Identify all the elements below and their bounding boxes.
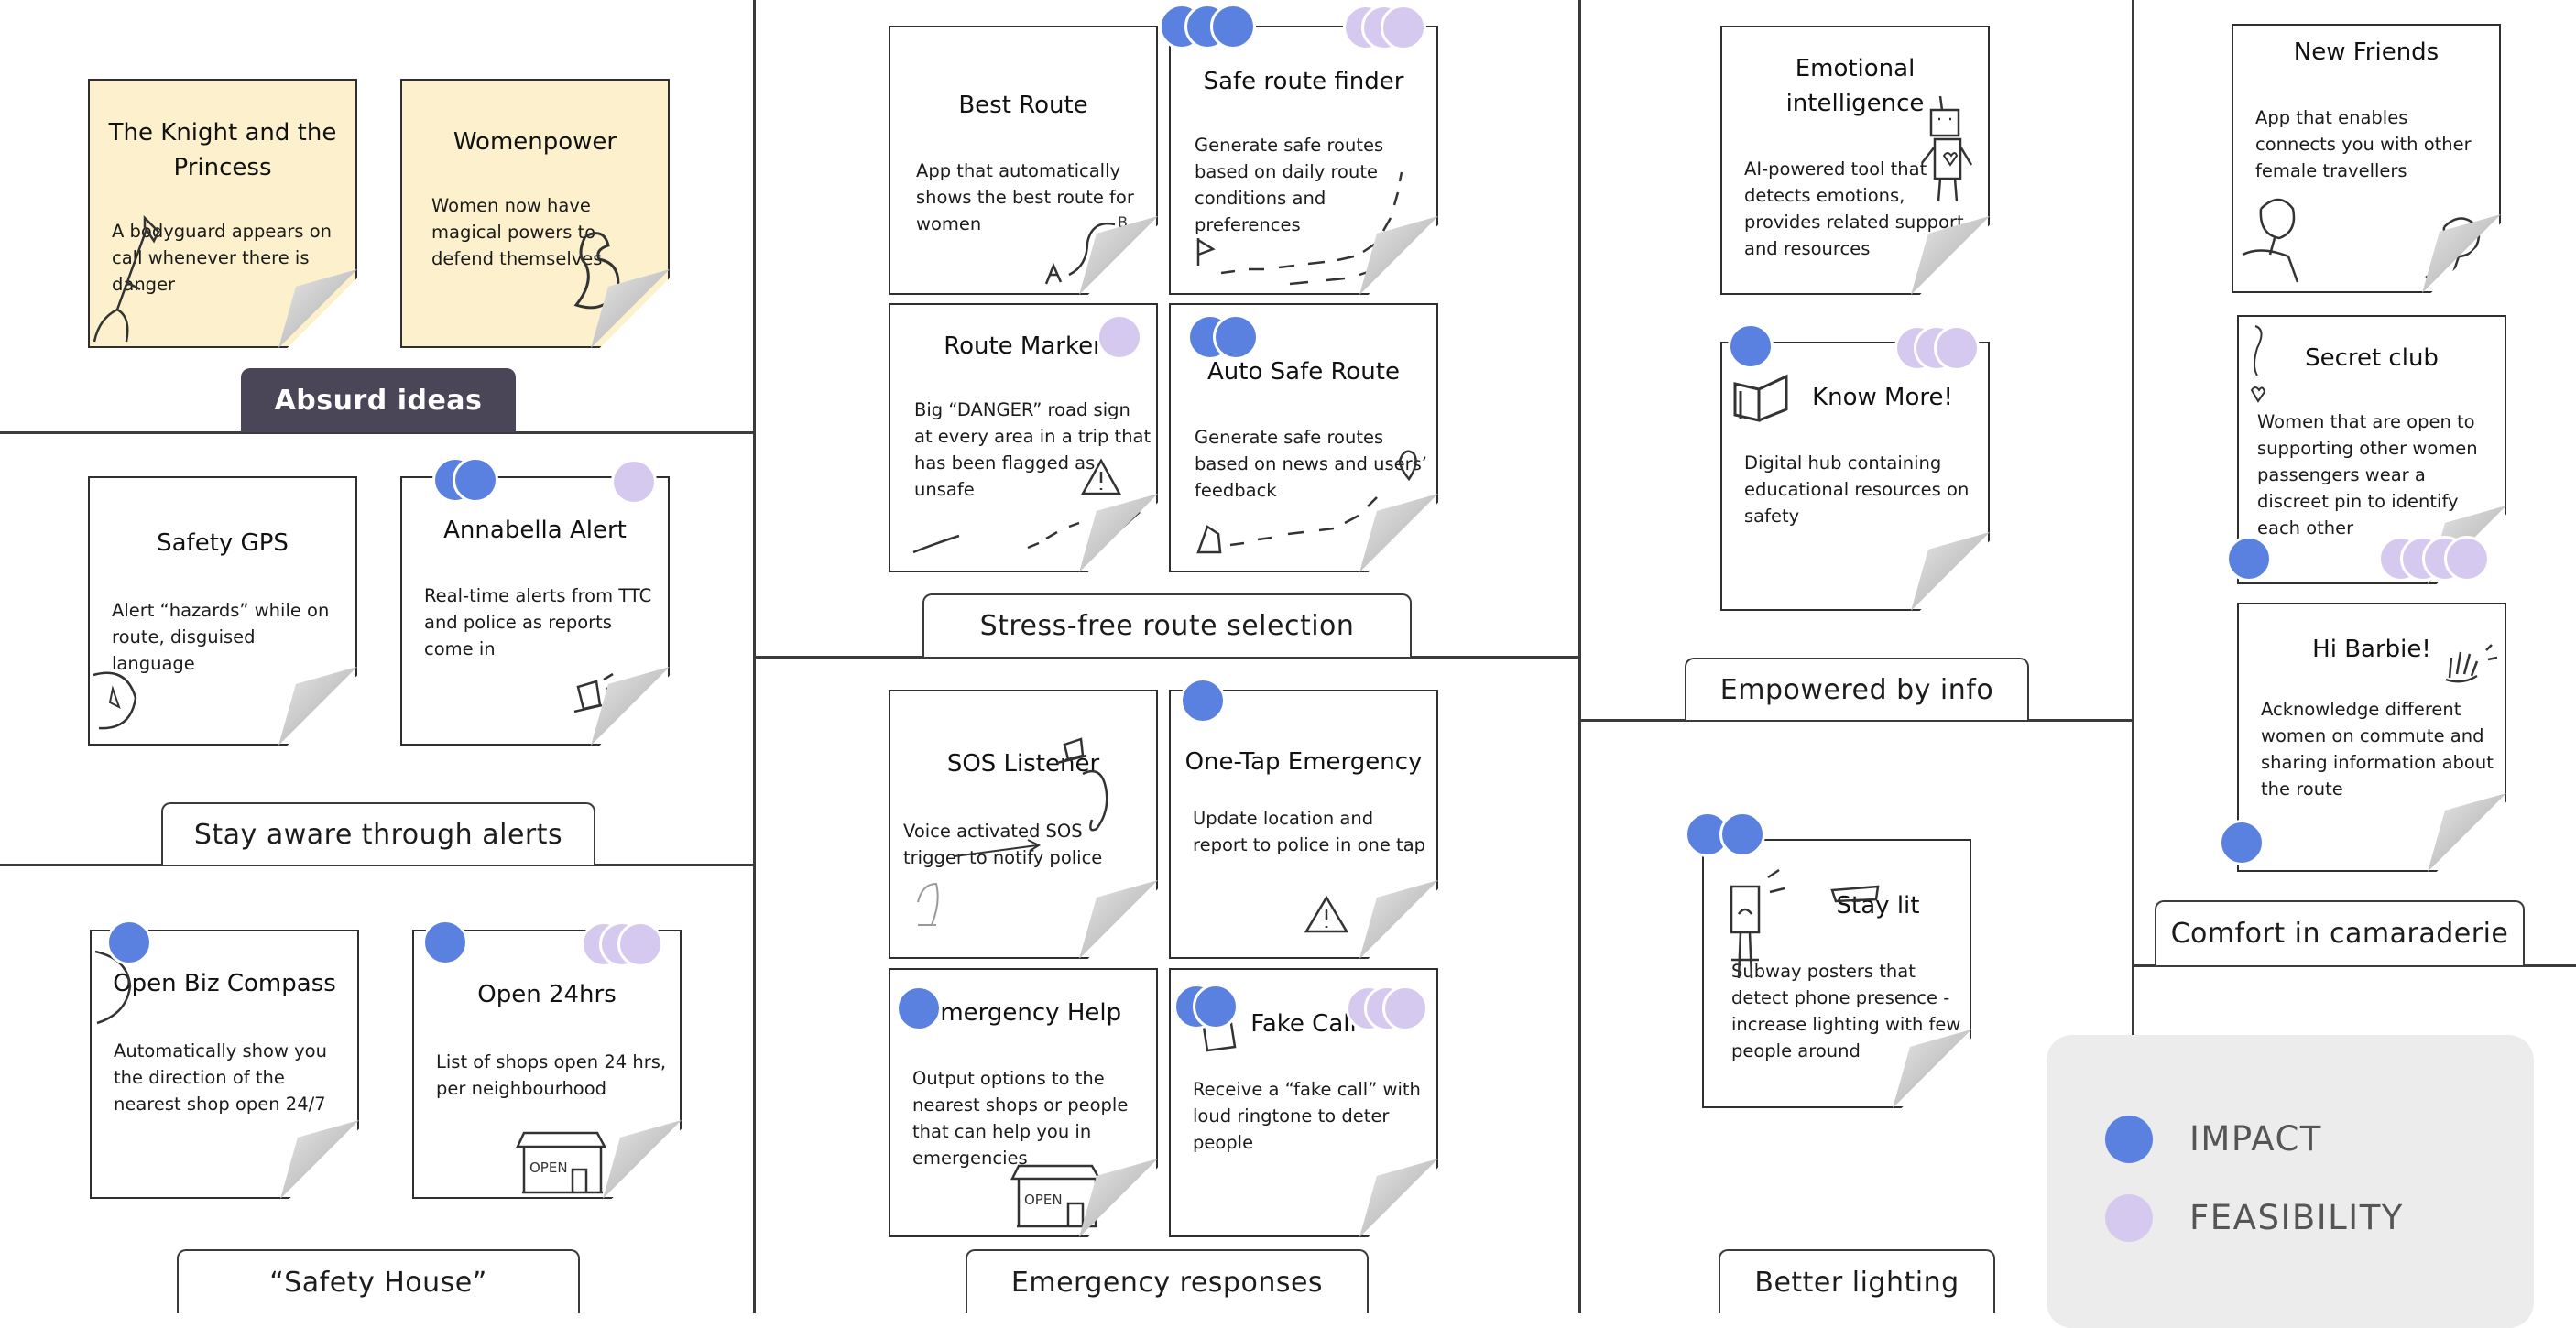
svg-text:OPEN: OPEN (1024, 1192, 1063, 1208)
rating-dot (1719, 811, 1765, 857)
rating-dot (1097, 314, 1142, 360)
note-description: Digital hub containing educational resou… (1744, 450, 1979, 529)
rating-dot (106, 920, 152, 965)
rating-dot (1934, 325, 1980, 371)
note-description: Women that are open to supporting other … (2257, 408, 2499, 541)
note-title: Safety GPS (99, 526, 346, 561)
sticky-note-hi-barbie[interactable]: Hi Barbie! Acknowledge different women o… (2237, 603, 2506, 872)
sticky-note-sos-listener[interactable]: SOS Listener Voice activated SOS trigger… (889, 690, 1158, 959)
sticky-note-annabella-alert[interactable]: Annabella Alert Real-time alerts from TT… (400, 476, 670, 746)
rating-dot (2444, 536, 2490, 582)
group-label-stress-free-route: Stress-free route selection (922, 593, 1412, 657)
rating-dot (422, 920, 468, 965)
note-title: Womenpower (411, 125, 659, 159)
note-description: Receive a “fake call” with loud ringtone… (1193, 1076, 1427, 1156)
note-description: Automatically show you the direction of … (114, 1038, 348, 1117)
sticky-note-safety-gps[interactable]: Safety GPS Alert “hazards” while on rout… (88, 476, 357, 746)
note-description: Real-time alerts from TTC and police as … (424, 582, 659, 662)
sticky-note-open-biz-compass[interactable]: Open Biz Compass Automatically show you … (90, 930, 359, 1199)
sticky-note-best-route[interactable]: Best Route App that automatically shows … (889, 26, 1158, 295)
rating-dot (896, 985, 942, 1031)
group-label-safety-house: “Safety House” (177, 1249, 580, 1313)
legend-impact-label: IMPACT (2189, 1119, 2322, 1159)
note-title: One-Tap Emergency (1180, 745, 1427, 779)
note-description: Alert “hazards” while on route, disguise… (112, 597, 341, 677)
note-title: Safe route finder (1180, 64, 1427, 99)
sticky-note-one-tap-emergency[interactable]: One-Tap Emergency Update location and re… (1169, 690, 1438, 959)
rating-dot (1210, 4, 1256, 49)
alarm-bell-icon (558, 670, 622, 725)
pin-icon (2239, 321, 2276, 430)
note-title: Secret club (2248, 341, 2495, 376)
note-title: New Friends (2243, 35, 2490, 70)
note-title: Best Route (900, 88, 1147, 123)
legend-feasibility-label: FEASIBILITY (2189, 1198, 2404, 1237)
note-title: Open 24hrs (423, 977, 671, 1012)
rating-dot (2226, 536, 2272, 582)
sticky-note-know-more[interactable]: Know More! Digital hub containing educat… (1720, 342, 1990, 611)
group-label-better-lighting: Better lighting (1719, 1249, 1995, 1313)
warning-icon (1299, 893, 1354, 939)
rating-dot (1180, 678, 1226, 724)
note-description: Update location and report to police in … (1193, 805, 1427, 858)
book-icon (1731, 365, 1796, 430)
rating-dot (1728, 323, 1774, 369)
rating-dot (453, 457, 498, 503)
knight-sword-icon (90, 209, 191, 346)
flexed-arm-icon (558, 227, 631, 319)
svg-text:OPEN: OPEN (529, 1159, 568, 1176)
map-pin-icon (1180, 442, 1427, 571)
rating-dot (617, 921, 663, 967)
rating-dot (1193, 984, 1239, 1029)
group-label-emergency-responses: Emergency responses (966, 1249, 1369, 1313)
note-description: App that enables connects you with other… (2255, 104, 2490, 184)
warning-icon (900, 452, 1156, 571)
rating-dot (2219, 820, 2265, 865)
route-icon (1180, 165, 1418, 293)
group-label-stay-aware: Stay aware through alerts (161, 802, 595, 865)
note-description: Acknowledge different women on commute a… (2261, 696, 2495, 802)
group-label-absurd-ideas: Absurd ideas (241, 368, 516, 432)
note-title: The Knight and the Princess (99, 115, 346, 185)
svg-text:B: B (1118, 213, 1128, 231)
lamp-icon (1713, 859, 1896, 987)
note-description: Output options to the nearest shops or p… (912, 1065, 1151, 1171)
sticky-note-stay-lit[interactable]: Stay lit Subway posters that detect phon… (1702, 839, 1971, 1108)
sticky-note-womenpower[interactable]: Womenpower Women now have magical powers… (400, 79, 670, 348)
shop-icon: OPEN (1008, 1162, 1108, 1235)
rating-dot (1213, 314, 1259, 360)
waving-hand-icon (2431, 641, 2505, 687)
sticky-note-open-24hrs[interactable]: Open 24hrs List of shops open 24 hrs, pe… (412, 930, 682, 1199)
route-icon: B (1037, 201, 1138, 288)
sticky-note-knight-and-princess[interactable]: The Knight and the Princess A bodyguard … (88, 79, 357, 348)
note-title: Auto Safe Route (1180, 354, 1427, 389)
note-description: List of shops open 24 hrs, per neighbour… (436, 1049, 671, 1102)
compass-icon (90, 666, 145, 739)
legend-impact-dot (2105, 1116, 2153, 1163)
rating-dot (611, 459, 657, 505)
legend-panel: IMPACT FEASIBILITY (2047, 1035, 2534, 1328)
note-title: Emotional intelligence (1777, 51, 1933, 121)
rating-dot (1382, 985, 1428, 1031)
sticky-note-emotional-intelligence[interactable]: Emotional intelligence AI-powered tool t… (1720, 26, 1990, 295)
robot-icon (1915, 92, 1988, 229)
group-label-empowered-by-info: Empowered by info (1685, 658, 2029, 720)
note-title: Know More! (1786, 380, 1979, 415)
legend-feasibility-dot (2105, 1194, 2153, 1242)
group-label-comfort-camaraderie: Comfort in camaraderie (2155, 900, 2525, 965)
note-title: Annabella Alert (411, 513, 659, 548)
friends-icon (2233, 181, 2499, 291)
shop-icon: OPEN (513, 1128, 614, 1197)
rating-dot (1381, 5, 1426, 50)
sticky-note-safe-route-finder[interactable]: Safe route finder Generate safe routes b… (1169, 26, 1438, 295)
sticky-note-new-friends[interactable]: New Friends App that enables connects yo… (2232, 24, 2501, 293)
ear-icon (900, 728, 1156, 948)
